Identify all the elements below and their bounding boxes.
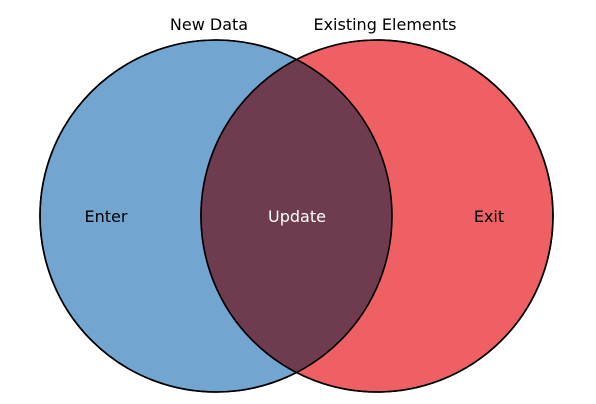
existing-elements-outline (200, 39, 554, 393)
update-intersection (201, 40, 392, 392)
update-label: Update (268, 207, 326, 226)
enter-label: Enter (85, 207, 128, 226)
new-data-title: New Data (170, 15, 248, 34)
existing-elements-title: Existing Elements (313, 15, 456, 34)
exit-label: Exit (474, 207, 504, 226)
new-data-outline (39, 39, 393, 393)
